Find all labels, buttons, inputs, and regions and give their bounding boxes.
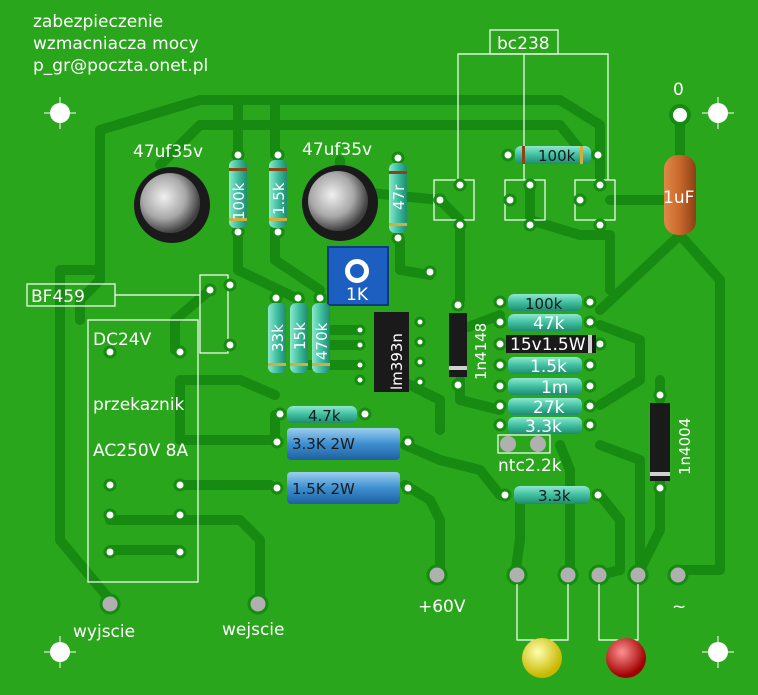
header-line-2: wzmacniacza mocy	[33, 34, 199, 54]
resistor-47r-label: 47r	[390, 184, 408, 210]
resistor-right-27k: 27k	[493, 398, 597, 418]
terminal-ac-label: ~	[672, 597, 686, 617]
terminal-supply-label: +60V	[418, 597, 466, 617]
mounting-hole-tr	[702, 97, 734, 129]
terminal-supply	[426, 564, 448, 586]
terminal-zero-pad	[669, 104, 691, 126]
capacitor-1: 47uf35v	[133, 142, 210, 243]
resistor-right-100k: 100k	[493, 294, 597, 313]
power-resistor-3-3k: 3.3K 2W	[270, 428, 415, 460]
zener-label: 15v1.5W	[510, 335, 586, 355]
resistor-100k-vertical: 100k	[229, 148, 248, 239]
ic-label: lm393n	[388, 333, 406, 390]
resistor-right-47k-label: 47k	[533, 314, 565, 334]
resistor-right-1m: 1m	[493, 378, 597, 398]
resistor-33k-label: 33k	[269, 324, 287, 352]
resistor-right-1m-label: 1m	[541, 378, 568, 398]
mounting-hole-tl	[44, 97, 76, 129]
resistor-4-7k: 4.7k	[273, 406, 372, 425]
ntc-label: ntc2.2k	[498, 456, 562, 476]
potentiometer-1k: 1K	[327, 246, 437, 306]
resistor-4-7k-label: 4.7k	[308, 407, 341, 425]
terminal-in-label: wejscie	[222, 620, 284, 640]
terminal-out	[99, 593, 121, 615]
relay: DC24V przekaznik AC250V 8A	[87, 319, 199, 583]
resistor-right-3-3k-label: 3.3k	[525, 417, 562, 437]
resistor-3-3k-bottom: 3.3k	[498, 486, 605, 505]
terminal-zero-label: 0	[673, 80, 684, 100]
capacitor-1-label: 47uf35v	[133, 142, 203, 162]
resistor-470k-label: 470k	[313, 322, 331, 360]
terminal-out-label: wyjscie	[73, 622, 135, 642]
diode-1n4148-label: 1n4148	[472, 323, 490, 380]
potentiometer-label: 1K	[346, 285, 369, 305]
resistor-470k: 470k	[312, 291, 331, 373]
transistor-label: bc238	[497, 34, 550, 54]
diode-1n4004-label: 1n4004	[676, 418, 694, 475]
resistor-right-47k: 47k	[493, 314, 597, 334]
resistor-100k-vertical-label: 100k	[230, 182, 248, 220]
power-resistor-1-5k-label: 1.5K 2W	[292, 480, 355, 498]
ic-lm393n: lm393n	[354, 312, 426, 392]
resistor-right-3-3k: 3.3k	[493, 417, 597, 437]
right-resistor-stack: 100k 47k 15v1.5W 1.5k 1m 27k	[493, 294, 607, 437]
bf459-transistor: BF459	[26, 274, 237, 354]
transistor-group: bc238	[433, 29, 616, 232]
led-red	[606, 638, 646, 678]
capacitor-1uF-label: 1uF	[663, 188, 694, 208]
resistor-47r: 47r	[389, 151, 408, 245]
power-resistor-3-3k-label: 3.3K 2W	[292, 435, 355, 453]
resistor-right-1-5k: 1.5k	[493, 357, 597, 377]
resistor-33k: 33k	[268, 291, 287, 373]
resistor-100k-top-label: 100k	[538, 147, 576, 165]
capacitor-2-label: 47uf35v	[302, 140, 372, 160]
header-line-3: p_gr@poczta.onet.pl	[33, 56, 208, 76]
resistor-1-5k-vertical: 1.5k	[269, 148, 288, 239]
power-resistor-1-5k: 1.5K 2W	[270, 472, 415, 504]
resistor-right-100k-label: 100k	[525, 295, 563, 313]
leds	[516, 584, 646, 678]
capacitor-1uF: 1uF	[663, 155, 696, 235]
resistor-15k: 15k	[290, 291, 309, 373]
header-line-1: zabezpieczenie	[33, 12, 163, 32]
bf459-label: BF459	[31, 287, 85, 307]
relay-name-label: przekaznik	[93, 395, 185, 415]
resistor-3-3k-bottom-label: 3.3k	[538, 487, 571, 505]
resistor-right-1-5k-label: 1.5k	[530, 357, 567, 377]
mounting-hole-br	[702, 636, 734, 668]
resistor-right-27k-label: 27k	[533, 398, 565, 418]
diode-1n4004: 1n4004	[650, 388, 694, 495]
diode-1n4148: 1n4148	[449, 298, 490, 392]
terminals: wyjscie wejscie +60V ~	[73, 564, 689, 642]
mounting-hole-bl	[44, 636, 76, 668]
resistor-15k-label: 15k	[291, 322, 309, 350]
terminal-ac	[667, 564, 689, 586]
resistor-100k-top: 100k	[501, 146, 605, 165]
terminal-in	[247, 593, 269, 615]
zener-15v: 15v1.5W	[493, 335, 607, 355]
led-yellow	[522, 638, 562, 678]
transistor-1-pad	[433, 193, 447, 207]
relay-ac-label: AC250V 8A	[93, 441, 188, 461]
resistor-1-5k-vertical-label: 1.5k	[270, 182, 288, 215]
relay-dc-label: DC24V	[93, 330, 152, 350]
capacitor-2: 47uf35v	[302, 140, 378, 241]
ntc-thermistor: ntc2.2k	[497, 434, 562, 476]
mounting-holes	[44, 97, 734, 668]
